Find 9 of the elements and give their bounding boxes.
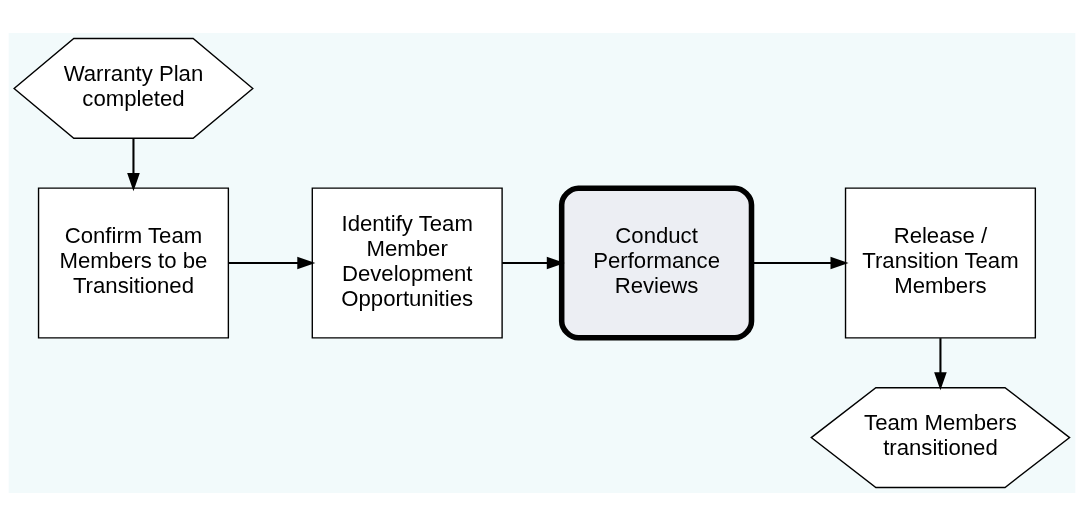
arrow: [228, 256, 316, 270]
arrow: [934, 338, 947, 391]
arrow: [127, 138, 140, 192]
arrow: [502, 256, 565, 270]
node-box: Release / Transition Team Members: [844, 187, 1037, 339]
node-box: Identify Team Member Development Opportunities: [311, 187, 503, 339]
arrow: [751, 256, 849, 270]
node-box: Confirm Team Members to be Transitioned: [37, 187, 230, 339]
node-box: Conduct Performance Reviews: [558, 185, 755, 341]
